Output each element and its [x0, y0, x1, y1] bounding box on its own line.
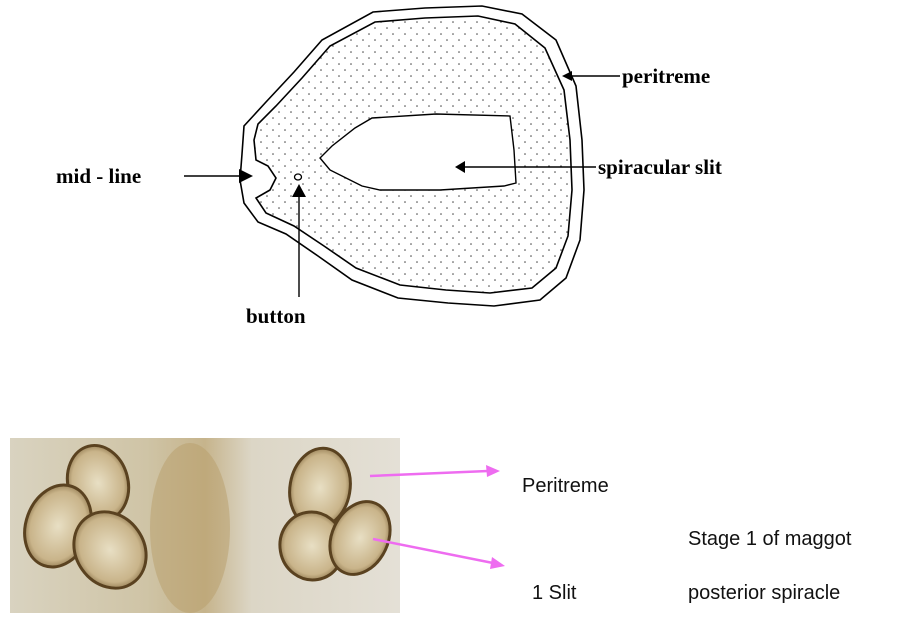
slit-pink-arrowhead — [490, 557, 505, 569]
button-shape — [295, 174, 302, 180]
caption-line-2: posterior spiracle — [688, 582, 840, 605]
peritreme-label: peritreme — [622, 64, 710, 88]
button-label: button — [246, 304, 306, 328]
micrograph-slit-label: 1 Slit — [532, 582, 576, 605]
caption-line-1: Stage 1 of maggot — [688, 528, 851, 551]
micrograph-peritreme-label: Peritreme — [522, 475, 609, 498]
spiracle-micrograph — [10, 438, 400, 613]
peritreme-arrowhead — [562, 71, 572, 81]
spiracular-slit-label: spiracular slit — [598, 155, 722, 179]
spiracle-diagram: peritreme spiracular slit mid - line but… — [0, 0, 911, 430]
mid-line-arrowhead — [239, 169, 253, 183]
mid-line-label: mid - line — [56, 164, 141, 188]
peritreme-pink-arrowhead — [486, 465, 500, 477]
